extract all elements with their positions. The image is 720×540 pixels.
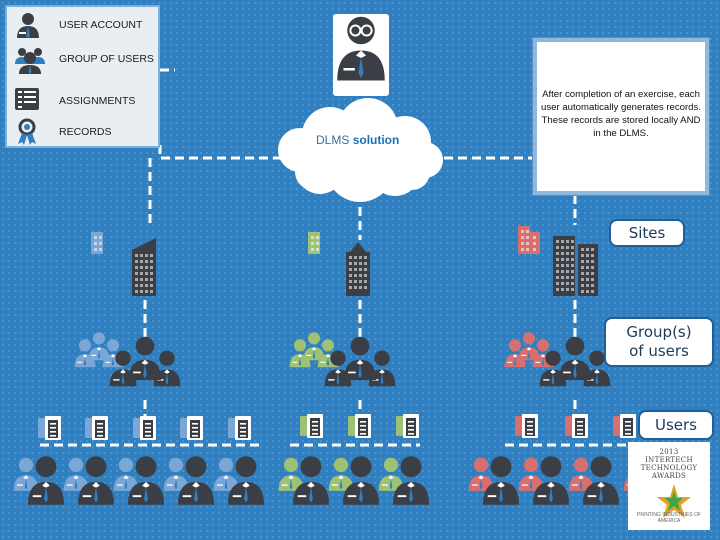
legend-panel: USER ACCOUNT GROUP OF USERS ASSI: [5, 5, 160, 148]
user-icon: [532, 456, 570, 505]
user-icon: [227, 456, 265, 505]
user-icon: [582, 456, 620, 505]
user-shadow-icon: [213, 457, 239, 491]
user-icon: [127, 456, 165, 505]
user-shadow-icon: [518, 457, 544, 491]
legend-item-assignments: ASSIGNMENTS: [13, 86, 158, 116]
award-footer: PRINTING INDUSTRIES OF AMERICA: [637, 512, 701, 524]
building-roof: [350, 242, 366, 252]
legend-item-records: RECORDS: [13, 117, 158, 147]
assignment-document-icon: [613, 414, 636, 438]
user-shadow-icon: [328, 457, 354, 491]
user-icon: [17, 13, 39, 38]
assignment-document-icon: [565, 414, 588, 438]
award-star-icon: [657, 484, 691, 518]
admin-user-icon: [337, 16, 385, 81]
user-shadow-icon: [163, 457, 189, 491]
sites-label: Sites: [609, 219, 685, 247]
note-box: After completion of an exercise, each us…: [532, 37, 710, 196]
group-member-icon: [88, 332, 110, 361]
user-icon: [177, 456, 215, 505]
group-leader-icon: [558, 336, 592, 381]
user-icon: [292, 456, 330, 505]
group-leader-icon: [128, 336, 162, 381]
assignment-document-icon: [38, 416, 61, 440]
dlms-solution-label: DLMS solution: [316, 133, 400, 147]
user-shadow-icon: [468, 457, 494, 491]
user-shadow-icon: [568, 457, 594, 491]
assignment-document-icon: [396, 414, 419, 438]
assignment-document-icon: [133, 416, 156, 440]
group-icon: [15, 48, 45, 74]
legend-label: ASSIGNMENTS: [59, 95, 136, 107]
assignments-icon: [15, 88, 39, 110]
assignment-document-icon: [228, 416, 251, 440]
building-icon: [578, 244, 598, 296]
user-icon: [392, 456, 430, 505]
assignment-document-icon: [300, 414, 323, 438]
assignment-document-icon: [85, 416, 108, 440]
group-leader-icon: [343, 336, 377, 381]
small-building-icon: [308, 232, 320, 254]
user-shadow-icon: [13, 457, 39, 491]
award-line: INTERTECH: [645, 456, 693, 464]
cloud-icon: [278, 98, 443, 202]
small-building-icon: [91, 232, 103, 254]
group-member-icon: [109, 350, 137, 387]
group-member-icon: [368, 350, 396, 387]
user-icon: [27, 456, 65, 505]
award-badge: 2013 INTERTECH TECHNOLOGY AWARDS PRINTIN…: [628, 442, 710, 530]
legend-label: USER ACCOUNT: [59, 19, 143, 31]
assignment-document-icon: [515, 414, 538, 438]
user-icon: [342, 456, 380, 505]
legend-label: GROUP OF USERS: [59, 53, 154, 65]
user-icon: [482, 456, 520, 505]
assignment-document-icon: [348, 414, 371, 438]
users-label: Users: [638, 410, 714, 440]
legend-item-user-account: USER ACCOUNT: [13, 10, 158, 40]
groups-label-line1: Group(s): [626, 323, 692, 341]
group-member-icon: [303, 332, 325, 361]
award-text: 2013 INTERTECH TECHNOLOGY AWARDS: [628, 448, 710, 480]
records-icon: [18, 118, 36, 145]
award-line: TECHNOLOGY: [640, 464, 698, 472]
user-icon: [77, 456, 115, 505]
user-shadow-icon: [113, 457, 139, 491]
small-building-icon: [518, 226, 530, 254]
building-roof: [132, 238, 156, 250]
small-building-icon: [530, 232, 540, 254]
building-icon: [132, 250, 156, 296]
groups-label-line2: of users: [629, 342, 689, 360]
legend-item-group-of-users: GROUP OF USERS: [13, 44, 158, 74]
group-member-icon: [518, 332, 540, 361]
building-icon: [553, 236, 575, 296]
building-icon: [346, 252, 370, 296]
groups-label: Group(s) of users: [604, 317, 714, 367]
assignment-document-icon: [180, 416, 203, 440]
award-line: AWARDS: [651, 472, 687, 480]
user-shadow-icon: [278, 457, 304, 491]
connector-line: [158, 145, 288, 160]
legend-label: RECORDS: [59, 126, 112, 138]
user-shadow-icon: [63, 457, 89, 491]
user-shadow-icon: [378, 457, 404, 491]
note-text: After completion of an exercise, each us…: [541, 89, 701, 139]
award-year: 2013: [659, 448, 679, 456]
